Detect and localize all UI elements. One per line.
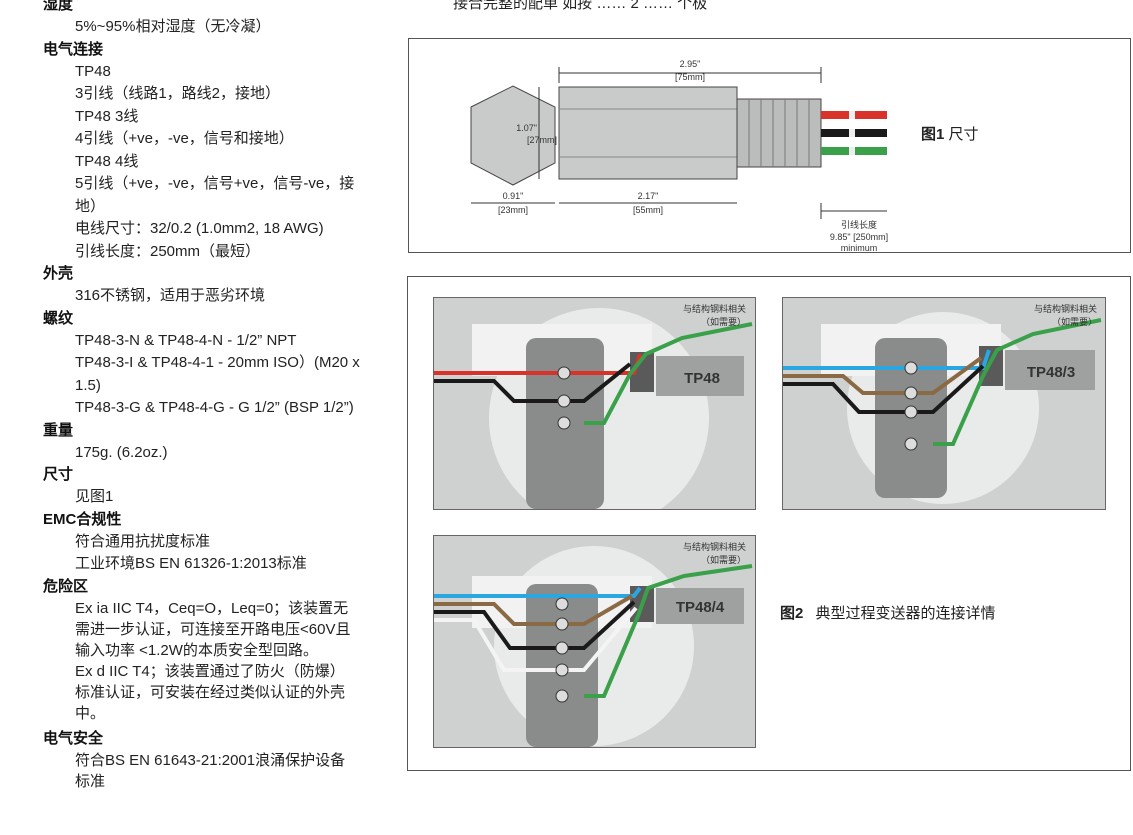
spec-line: 符合BS EN 61643-21:2001浪涌保护设备标准 [75,751,346,790]
spec-section-thread: 螺纹 TP48-3-N & TP48-4-N - 1/2” NPT TP48-3… [43,308,383,420]
panel-tp48-4: TP48/4 与结构钢料相关 （如需要） [433,535,756,748]
spec-section-electrical-safety: 电气安全 符合BS EN 61643-21:2001浪涌保护设备标准 [43,728,383,792]
section-title: 外壳 [43,265,74,282]
steel-note: 与结构钢料相关 [683,541,746,552]
height-in-label: 1.07" [516,123,537,133]
steel-note-sub: （如需要） [1052,316,1097,327]
panel-tp48-3: TP48/3 与结构钢料相关 （如需要） [782,297,1106,510]
lead-min-label: minimum [841,243,878,253]
hex-nut-shape [470,85,556,186]
spec-line: 工业环境BS EN 61326-1:2013标准 [75,555,307,572]
spec-section-dimensions: 尺寸 见图1 [43,464,383,509]
figure2-caption-num: 图2 [780,605,804,622]
lead-label: 引线长度 [841,219,877,230]
body-mm-label: [55mm] [633,205,663,215]
figure2-frame: TP48 与结构钢料相关 （如需要） TP48/3 与结构钢料相关 （如需要） [407,276,1131,771]
spec-line: TP48-3-I & TP48-4-1 - 20mm ISO）(M20 x 1.… [75,354,360,394]
section-title: EMC合规性 [43,510,122,528]
lead-wires [821,111,887,155]
spec-list: 湿度 5%~95%相对湿度（无冷凝） 电气连接 TP48 3引线（线路1，路线2… [43,0,383,792]
thread-shape [736,98,822,168]
wiring-diagram-tp48: TP48 与结构钢料相关 （如需要） [434,303,753,509]
spec-section-hazardous: 危险区 Ex ia IIC T4，Ceq=O，Leq=0；该装置无需进一步认证，… [43,576,383,724]
steel-note: 与结构钢料相关 [683,303,746,314]
spec-line: 符合通用抗扰度标准 [75,532,211,550]
spec-line: TP48 4线 [75,152,139,170]
spec-line: Ex d IIC T4；该装置通过了防火（防爆）标准认证，可安装在经过类似认证的… [75,662,346,722]
top-cut-text: 接合完整的配单 如按 …… 2 …… 个极 [453,0,708,12]
spec-section-electrical: 电气连接 TP48 3引线（线路1，路线2，接地） TP48 3线 4引线（+v… [43,39,383,264]
section-title: 螺纹 [43,309,74,327]
spec-line: TP48-3-N & TP48-4-N - 1/2” NPT [75,331,297,349]
hex-mm-label: [23mm] [498,205,528,215]
spec-line: 3引线（线路1，路线2，接地） [75,85,281,102]
spec-section-housing: 外壳 316不锈钢，适用于恶劣环境 [43,263,383,308]
figure2-caption: 图2 典型过程变送器的连接详情 [780,602,996,623]
steel-note-sub: （如需要） [701,554,746,565]
height-mm-label: [27mm] [527,135,557,145]
spec-line: 见图1 [75,488,114,505]
spec-line: TP48-3-G & TP48-4-G - G 1/2” (BSP 1/2”) [75,399,354,416]
spec-section-humidity: 湿度 5%~95%相对湿度（无冷凝） [43,0,383,39]
spec-line: TP48 [75,62,111,80]
section-title: 湿度 [43,0,74,13]
section-title: 危险区 [43,577,89,595]
section-title: 电气安全 [43,729,104,747]
spec-line: Ex ia IIC T4，Ceq=O，Leq=0；该装置无需进一步认证，可连接至… [75,599,351,659]
figure2-caption-text: 典型过程变送器的连接详情 [815,605,996,622]
section-title: 重量 [43,421,74,439]
figure1-caption-text: 尺寸 [948,126,979,143]
panel-label: TP48/3 [1027,364,1075,381]
body-in-label: 2.17" [638,191,659,201]
spec-line: TP48 3线 [75,107,139,125]
figure1-frame: 2.95" [75mm] 1.07" [27mm] 0.91" [23mm] 2… [408,38,1131,253]
spec-section-weight: 重量 175g. (6.2oz.) [43,420,383,465]
length-in-label: 2.95" [680,59,701,69]
lead-length-label: 9.85" [250mm] [830,232,888,242]
spec-line: 5引线（+ve，-ve，信号+ve，信号-ve，接地） [75,175,355,215]
length-mm-label: [75mm] [675,72,705,82]
steel-note-sub: （如需要） [701,316,746,327]
hex-in-label: 0.91" [503,191,524,201]
spec-line: 电线尺寸：32/0.2 (1.0mm2, 18 AWG) [75,220,324,237]
steel-note: 与结构钢料相关 [1034,303,1097,314]
panel-label: TP48 [684,370,720,387]
wiring-diagram-tp48-3: TP48/3 与结构钢料相关 （如需要） [783,303,1102,504]
section-title: 尺寸 [43,466,74,483]
spec-line: 5%~95%相对湿度（无冷凝） [75,18,271,35]
spec-line: 引线长度：250mm（最短） [75,242,261,260]
section-title: 电气连接 [43,40,104,58]
figure1-caption-num: 图1 [921,126,945,143]
spec-section-emc: EMC合规性 符合通用抗扰度标准 工业环境BS EN 61326-1:2013标… [43,509,383,576]
panel-tp48: TP48 与结构钢料相关 （如需要） [433,297,756,510]
body-shape [558,86,738,180]
spec-line: 175g. (6.2oz.) [75,443,168,461]
spec-line: 316不锈钢，适用于恶劣环境 [75,287,266,304]
dimension-drawing: 2.95" [75mm] 1.07" [27mm] 0.91" [23mm] 2… [470,59,888,253]
spec-line: 4引线（+ve，-ve，信号和接地） [75,130,294,147]
wiring-diagram-tp48-4: TP48/4 与结构钢料相关 （如需要） [434,541,753,747]
figure1-caption: 图1 尺寸 [921,123,979,144]
panel-label: TP48/4 [676,599,725,616]
